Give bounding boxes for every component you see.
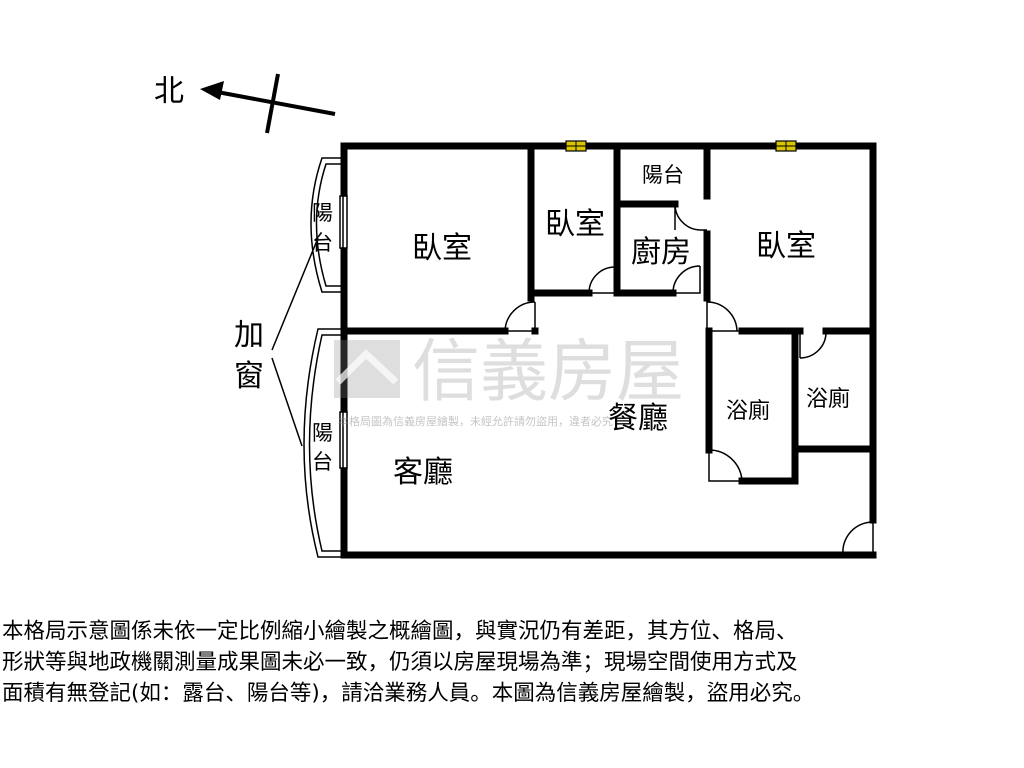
disclaimer: 本格局示意圖係未依一定比例縮小繪製之概繪圖，與實況仍有差距，其方位、格局、 形狀… xyxy=(2,616,1022,709)
watermark-brand: 信義房屋 xyxy=(412,333,684,412)
dining-room-label: 餐廳 xyxy=(608,401,668,436)
windows xyxy=(565,140,797,152)
bedroom-mid-label: 臥室 xyxy=(545,207,605,242)
balcony-left-bottom-label-1: 陽 xyxy=(312,421,333,445)
kitchen-label: 廚房 xyxy=(631,235,691,270)
disclaimer-line-1: 本格局示意圖係未依一定比例縮小繪製之概繪圖，與實況仍有差距，其方位、格局、 xyxy=(2,619,798,644)
watermark-logo xyxy=(334,340,400,398)
balcony-left-bottom-label-2: 台 xyxy=(312,450,333,474)
disclaimer-line-2: 形狀等與地政機關測量成果圖未必一致，仍須以房屋現場為準；現場空間使用方式及 xyxy=(2,650,798,675)
living-room-label: 客廳 xyxy=(393,455,453,490)
watermark: 信義房屋 本格局圖為信義房屋繪製，未經允許請勿盜用，違者必究 xyxy=(334,333,684,428)
compass-arrow-head xyxy=(200,81,224,100)
floor-plan: 北 xyxy=(154,73,877,559)
bathroom-2-label: 浴廁 xyxy=(806,387,850,412)
north-label: 北 xyxy=(154,74,184,109)
compass-cross-line xyxy=(265,73,280,134)
bedroom-right-label: 臥室 xyxy=(756,229,816,264)
bedroom-left-label: 臥室 xyxy=(412,231,472,266)
balcony-left-top-label-1: 陽 xyxy=(312,201,333,225)
room-labels: 臥室 臥室 廚房 臥室 陽台 陽 台 陽 台 客廳 餐廳 浴廁 浴廁 加 窗 xyxy=(234,163,850,490)
walls xyxy=(340,142,877,559)
bathroom-1-label: 浴廁 xyxy=(726,399,770,424)
add-window-label-1: 加 xyxy=(234,318,264,353)
left-balconies xyxy=(271,157,348,558)
add-window-label-2: 窗 xyxy=(234,359,264,394)
north-compass: 北 xyxy=(154,73,336,134)
disclaimer-line-3: 面積有無登記(如：露台、陽台等)，請洽業務人員。本圖為信義房屋繪製，盜用必究。 xyxy=(2,681,815,706)
doors xyxy=(504,203,874,556)
watermark-notice: 本格局圖為信義房屋繪製，未經允許請勿盜用，違者必究 xyxy=(338,414,613,428)
balcony-left-top-label-2: 台 xyxy=(312,231,333,255)
balcony-top-label: 陽台 xyxy=(642,163,684,187)
